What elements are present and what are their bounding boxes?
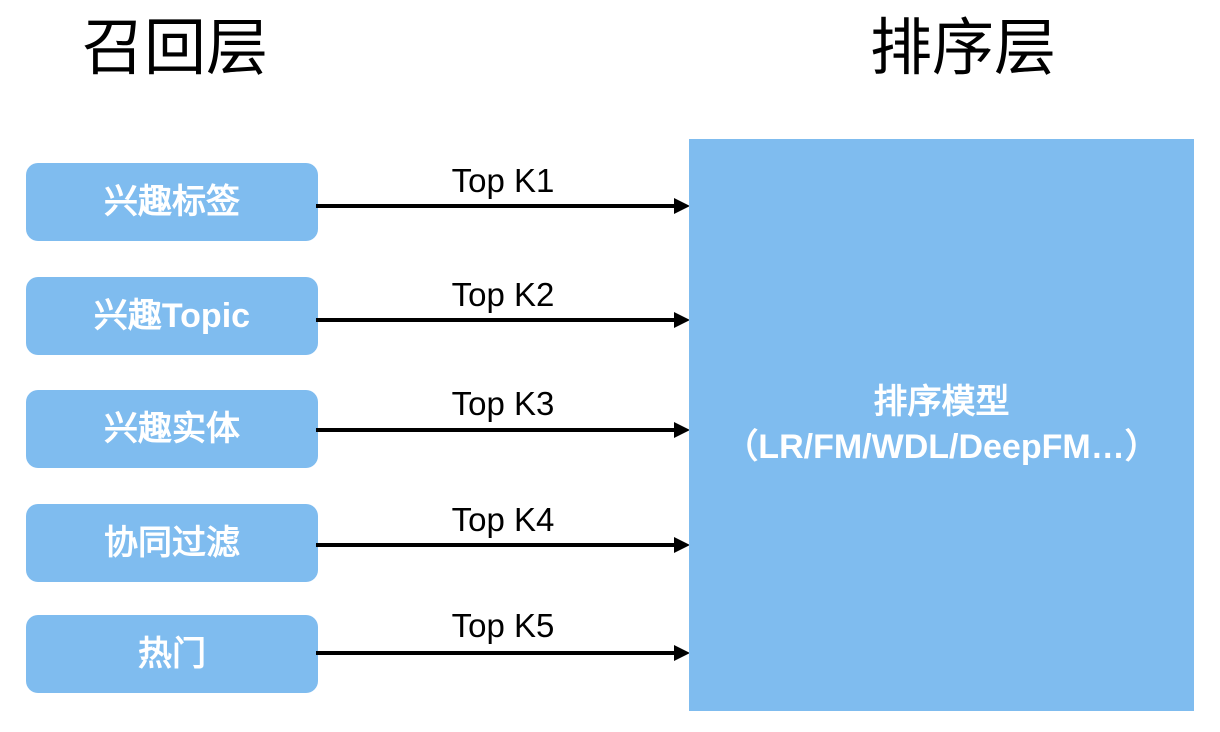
arrow-head-icon bbox=[674, 198, 690, 214]
ranking-model-box: 排序模型 （LR/FM/WDL/DeepFM…） bbox=[689, 139, 1194, 711]
recall-source-label: 兴趣实体 bbox=[104, 410, 240, 448]
recall-layer-title: 召回层 bbox=[81, 14, 268, 83]
arrow-head-icon bbox=[674, 422, 690, 438]
arrow-label-1: Top K1 bbox=[451, 162, 555, 199]
recall-source-box-5: 热门 bbox=[26, 615, 318, 693]
arrow-shaft bbox=[316, 318, 676, 322]
arrow-head-icon bbox=[674, 645, 690, 661]
arrow-shaft bbox=[316, 651, 676, 655]
arrow-shaft bbox=[316, 543, 676, 547]
recall-source-box-2: 兴趣Topic bbox=[26, 277, 318, 355]
recall-source-label: 热门 bbox=[138, 635, 206, 673]
arrow-1 bbox=[316, 196, 690, 218]
arrow-head-icon bbox=[674, 537, 690, 553]
recall-source-label: 兴趣Topic bbox=[93, 297, 251, 335]
ranking-layer-title: 排序层 bbox=[869, 14, 1056, 83]
arrow-shaft bbox=[316, 204, 676, 208]
arrow-5 bbox=[316, 643, 690, 665]
ranking-model-subtitle: （LR/FM/WDL/DeepFM…） bbox=[724, 428, 1159, 466]
arrow-head-icon bbox=[674, 312, 690, 328]
recall-source-box-3: 兴趣实体 bbox=[26, 390, 318, 468]
arrow-2 bbox=[316, 310, 690, 332]
recall-source-box-1: 兴趣标签 bbox=[26, 163, 318, 241]
arrow-label-3: Top K3 bbox=[451, 385, 555, 422]
recall-source-label: 兴趣标签 bbox=[104, 183, 240, 221]
recall-source-box-4: 协同过滤 bbox=[26, 504, 318, 582]
arrow-label-2: Top K2 bbox=[451, 276, 555, 313]
arrow-3 bbox=[316, 420, 690, 442]
arrow-label-5: Top K5 bbox=[451, 607, 555, 644]
arrow-shaft bbox=[316, 428, 676, 432]
recall-source-label: 协同过滤 bbox=[104, 524, 240, 562]
arrow-label-4: Top K4 bbox=[451, 501, 555, 538]
ranking-model-title: 排序模型 bbox=[873, 383, 1010, 421]
arrow-4 bbox=[316, 535, 690, 557]
